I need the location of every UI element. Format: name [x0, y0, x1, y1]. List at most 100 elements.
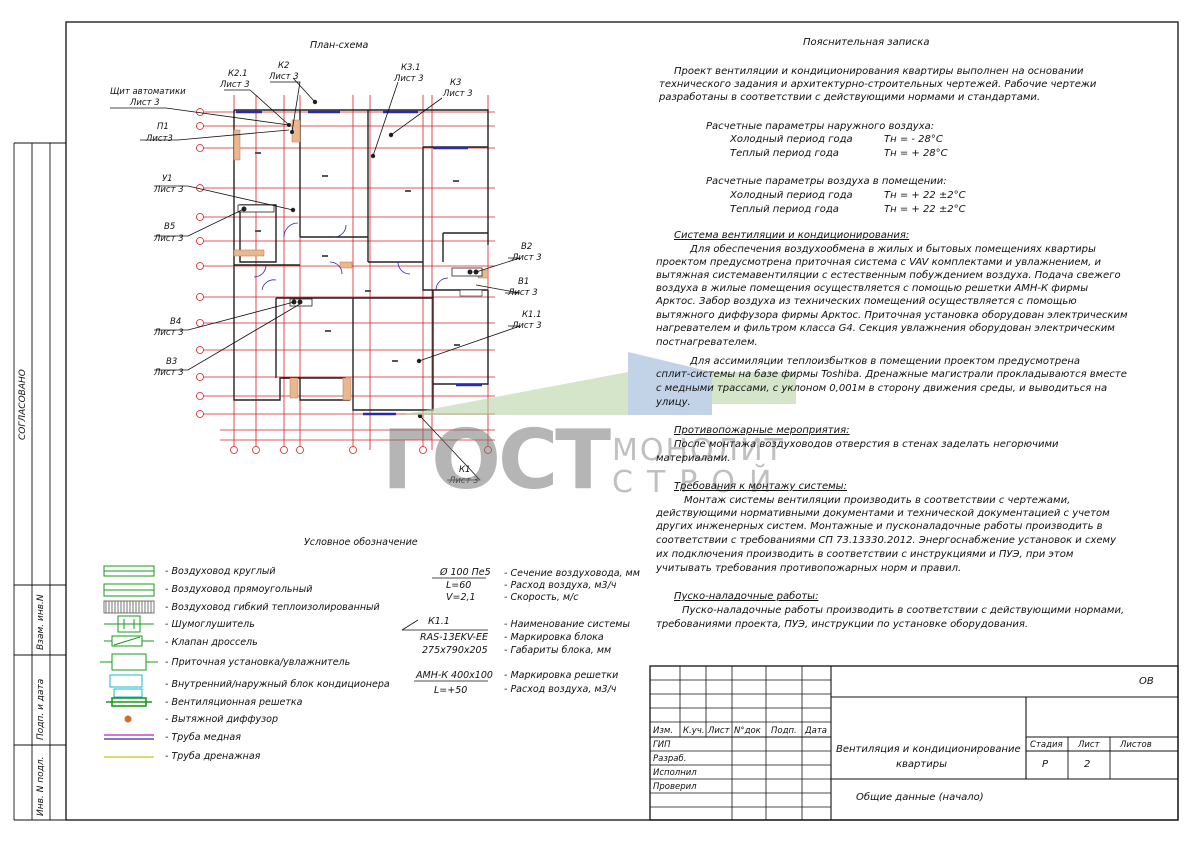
- grille-mark-label: АМН-К 400x100: [416, 670, 493, 681]
- unit-model-label: RAS-13EKV-EE: [420, 632, 488, 643]
- diffuser-symbol: [124, 715, 132, 723]
- side-inv-original: Инв. N подл.: [36, 756, 46, 816]
- callout-v1-sheet: Лист 3: [508, 288, 538, 298]
- unit-size-label: 275x790x205: [422, 645, 488, 656]
- mount-line: действующими нормативными документами и …: [656, 508, 1110, 519]
- stamp-col-sheets: Листов: [1120, 740, 1152, 750]
- callout-v2-sheet: Лист 3: [512, 253, 542, 263]
- outdoor-cold: Холодный период года: [730, 134, 853, 145]
- vent-line: проектом предусмотрена приточная система…: [656, 257, 1101, 268]
- indoor-cold: Холодный период года: [730, 190, 853, 201]
- duct-section-label: Ø 100 Пе5: [440, 567, 491, 578]
- plan-axes-horizontal: [196, 111, 495, 441]
- callout-u1-sheet: Лист 3: [154, 185, 184, 195]
- callout-k2-sheet: Лист 3: [269, 72, 299, 82]
- pnr-line: требованиями проекта, ПУЭ, инструкции по…: [656, 619, 1029, 630]
- callout-k31-sheet: Лист 3: [394, 74, 424, 84]
- fire-line: материалами.: [656, 453, 731, 464]
- split-line: сплит-системы на базе фирмы Toshiba. Дре…: [656, 369, 1127, 380]
- outdoor-warm-value: Тн = + 28°С: [884, 148, 948, 159]
- stamp-role-gip: ГИП: [653, 740, 671, 750]
- indoor-cold-value: Тн = + 22 ±2°С: [884, 190, 966, 201]
- plan-leaders: [110, 77, 521, 481]
- callout-v3-sheet: Лист 3: [154, 368, 184, 378]
- stamp-col-sheet: Лист: [1078, 740, 1100, 750]
- duct-flow-label: L=60: [446, 580, 472, 591]
- plan-hatched-walls: [233, 119, 489, 401]
- mount-line: учитывать требования противопожарных нор…: [656, 563, 962, 574]
- legend-item: - Воздуховод гибкий теплоизолированный: [165, 602, 380, 613]
- duct-flow-desc: - Расход воздуха, м3/ч: [504, 580, 617, 591]
- side-agreed: СОГЛАСОВАНО: [18, 369, 28, 440]
- callout-v5-sheet: Лист 3: [154, 234, 184, 244]
- side-sign-date: Подп. и дата: [36, 678, 46, 740]
- legend-item: - Приточная установка/увлажнитель: [165, 657, 351, 668]
- stamp-code: ОВ: [1139, 676, 1154, 687]
- title-block: [649, 665, 1179, 821]
- vent-line: вытяжного диффузора фирмы Арктос. Приточ…: [656, 310, 1128, 321]
- callout-v1: В1: [518, 277, 530, 287]
- mount-line: соответствии с требованиями СП 73.13330.…: [656, 535, 1117, 546]
- callout-k11-sheet: Лист 3: [512, 321, 542, 331]
- stamp-project-title: Вентиляция и кондиционирование: [836, 744, 1021, 755]
- floor-plan: [110, 77, 521, 481]
- side-strip: [13, 142, 66, 821]
- unit-size-desc: - Габариты блока, мм: [504, 645, 612, 656]
- watermark-monolit: МОНОЛИТ: [612, 433, 785, 468]
- outdoor-params-head: Расчетные параметры наружного воздуха:: [706, 121, 935, 132]
- callout-k1: К1: [459, 465, 471, 475]
- callout-k1-sheet: Лист 3: [449, 476, 479, 486]
- mount-line: их подключения производить в соответстви…: [656, 549, 1074, 560]
- legend-item: - Вентиляционная решетка: [165, 697, 303, 708]
- callout-k11: К1.1: [522, 310, 542, 320]
- vent-line: вытяжная системавентиляции с естественны…: [656, 270, 1121, 281]
- mount-section-title: Требования к монтажу системы:: [674, 481, 847, 492]
- legend-item: - Вытяжной диффузор: [165, 714, 278, 725]
- stamp-project-title-2: квартиры: [896, 759, 947, 770]
- callout-shchit: Щит автоматики: [110, 87, 186, 97]
- note-title: Пояснительная записка: [803, 37, 930, 48]
- callout-v5: В5: [164, 222, 176, 232]
- outdoor-warm: Теплый период года: [730, 148, 839, 159]
- vent-line: Арктос. Забор воздуха из технических пом…: [656, 296, 1077, 307]
- grille-flow-label: L=+50: [434, 685, 468, 696]
- stamp-header-izm: Изм.: [653, 726, 673, 736]
- callout-v3: В3: [166, 357, 178, 367]
- stamp-col-stage: Стадия: [1030, 740, 1063, 750]
- callout-v4: В4: [170, 317, 182, 327]
- plan-room-marks: [255, 152, 460, 362]
- callout-u1: У1: [162, 174, 173, 184]
- note-intro-line: технического задания и архитектурно-стро…: [659, 79, 1097, 90]
- vent-line: воздуха в жилые помещения осуществляется…: [656, 283, 1089, 294]
- stamp-sheet-name: Общие данные (начало): [856, 792, 984, 803]
- fire-line: После монтажа воздуховодов отверстия в с…: [674, 439, 1059, 450]
- stamp-stage-value: Р: [1042, 759, 1049, 770]
- split-line: с медными трассами, с уклоном 0,001м в с…: [656, 383, 1108, 394]
- mount-line: других инженерных систем. Монтажные и пу…: [656, 521, 1103, 532]
- stamp-role-proveril: Проверил: [653, 782, 697, 792]
- sheet-frame: [65, 21, 1179, 821]
- mount-line: Монтаж системы вентиляции производить в …: [684, 495, 1071, 506]
- split-line: Для ассимиляции теплоизбытков в помещени…: [690, 356, 1081, 367]
- legend-item: - Клапан дроссель: [165, 637, 258, 648]
- legend-item: - Труба медная: [165, 732, 241, 743]
- stamp-role-ispolnil: Исполнил: [653, 768, 697, 778]
- axis-bubbles: [196, 108, 492, 454]
- callout-shchit-sheet: Лист 3: [130, 98, 160, 108]
- vent-line: Для обеспечения воздухообмена в жилых и …: [690, 244, 1096, 255]
- indoor-params-head: Расчетные параметры воздуха в помещении:: [706, 176, 947, 187]
- callout-k21: К2.1: [228, 69, 248, 79]
- note-intro-line: разработаны в соответствии с действующим…: [659, 92, 1041, 103]
- fire-section-title: Противопожарные мероприятия:: [674, 425, 850, 436]
- stamp-header-doc: N°док: [734, 726, 761, 736]
- indoor-warm-value: Тн = + 22 ±2°С: [884, 204, 966, 215]
- unit-system-desc: - Наименование системы: [504, 619, 630, 630]
- plan-title: План-схема: [310, 40, 369, 51]
- plan-walls: [233, 109, 489, 411]
- legend-item: - Внутренний/наружный блок кондиционера: [165, 679, 390, 690]
- plan-doors: [253, 222, 449, 291]
- callout-p1: П1: [157, 122, 169, 132]
- watermark-gost: ГОСТ: [382, 413, 611, 508]
- pnr-section-title: Пуско-наладочные работы:: [674, 591, 819, 602]
